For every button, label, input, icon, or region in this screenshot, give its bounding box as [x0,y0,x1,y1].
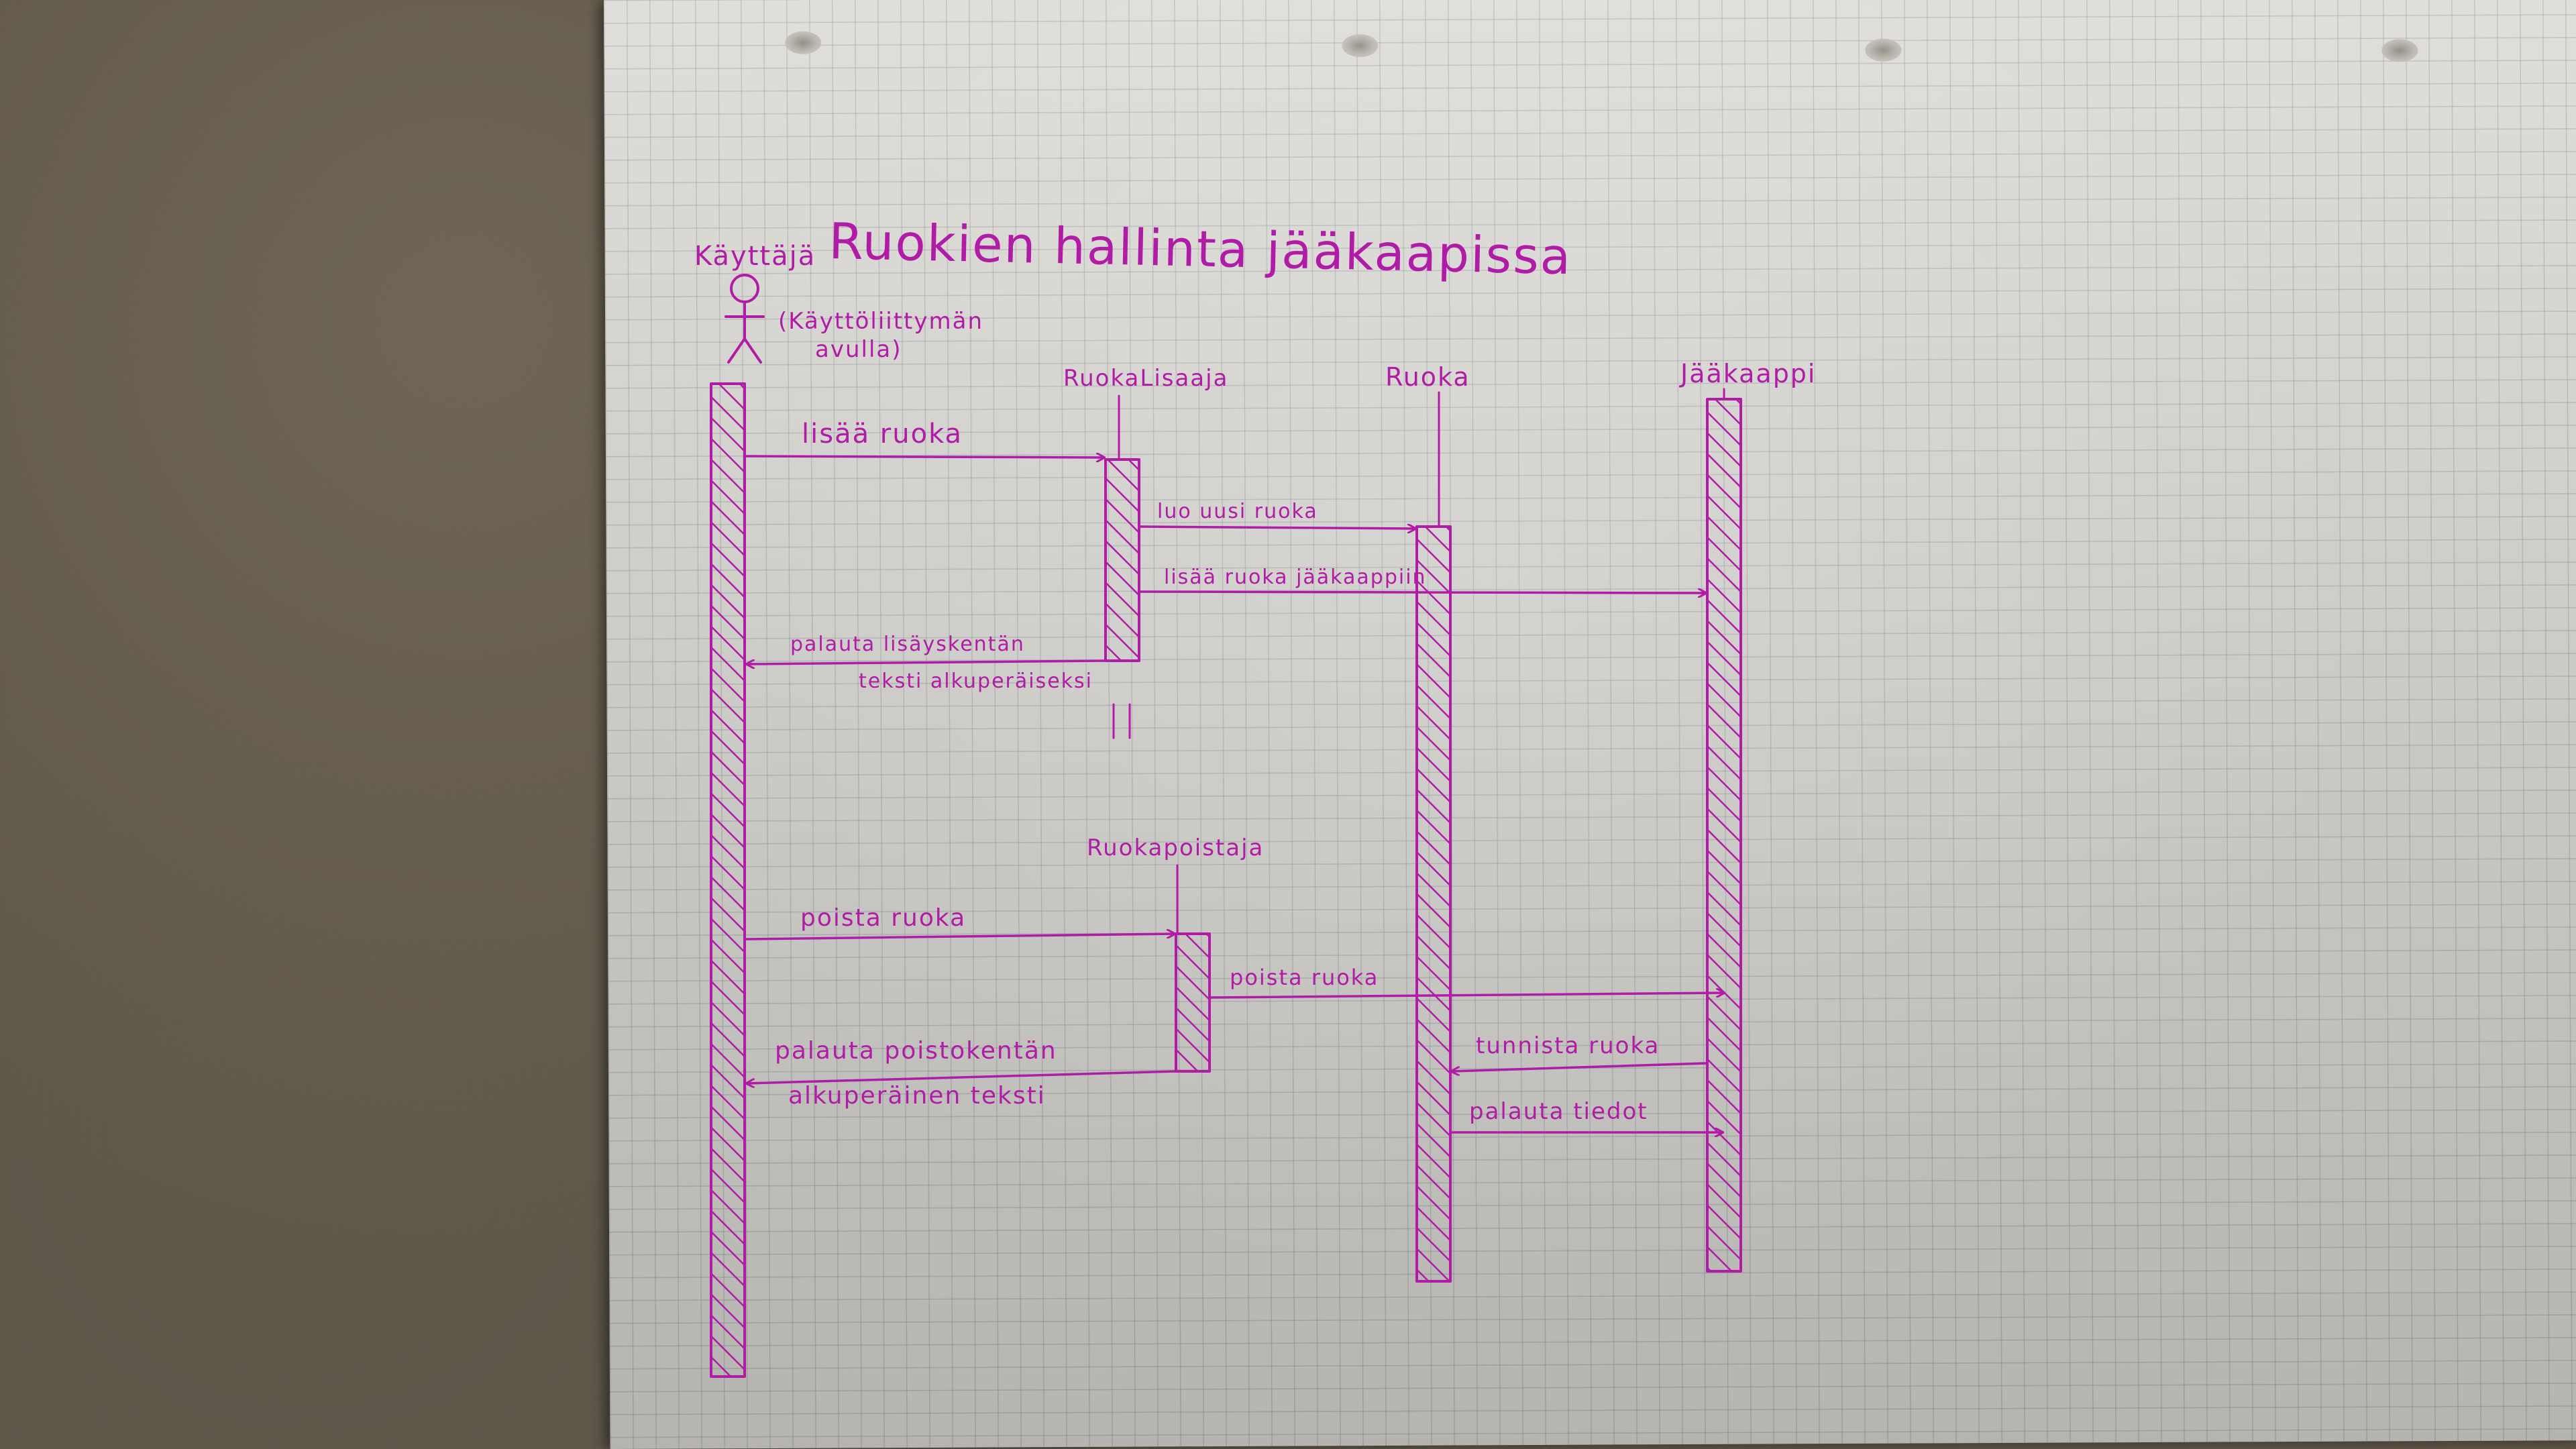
message-arrow [1139,592,1706,593]
message-label: alkuperäinen teksti [788,1082,1046,1110]
message-arrow [1139,527,1415,529]
message-label: lisää ruoka jääkaappiin [1164,566,1427,589]
activation-ruoka-poistaja [1175,932,1211,1073]
message-label: palauta lisäyskentän [790,633,1025,656]
message-label: poista ruoka [800,904,966,932]
actor-note-line2: avulla) [815,336,902,363]
message-label: luo uusi ruoka [1157,500,1318,523]
actor-note-line1: (Käyttöliittymän [778,308,983,335]
diagram-title: Ruokien hallinta jääkaapissa [828,213,1572,286]
message-arrow [745,934,1175,941]
message-arrow [747,661,1107,664]
actor-stick-figure-icon [724,274,765,364]
participant-ruoka-poistaja: Ruokapoistaja [1087,835,1264,861]
activation-ruoka [1415,525,1452,1283]
message-label: lisää ruoka [802,419,963,449]
message-label: poista ruoka [1230,965,1379,990]
participant-ruoka: Ruoka [1385,362,1470,392]
message-arrow [1452,1062,1707,1071]
activation-kayttaja [710,382,746,1378]
message-label: palauta tiedot [1469,1098,1648,1125]
participant-ruoka-lisaaja: RuokaLisaaja [1063,365,1228,392]
message-arrow [747,1070,1177,1083]
activation-ruoka-lisaaja [1104,458,1140,662]
message-arrow [745,456,1104,458]
message-arrow [1210,993,1724,999]
activation-jaakaappi [1706,398,1742,1273]
participant-jaakaappi: Jääkaappi [1679,359,1817,388]
message-label: tunnista ruoka [1476,1032,1660,1059]
message-label: teksti alkuperäiseksi [859,669,1093,693]
message-label: palauta poistokentän [775,1037,1057,1065]
actor-label: Käyttäjä [694,241,816,272]
